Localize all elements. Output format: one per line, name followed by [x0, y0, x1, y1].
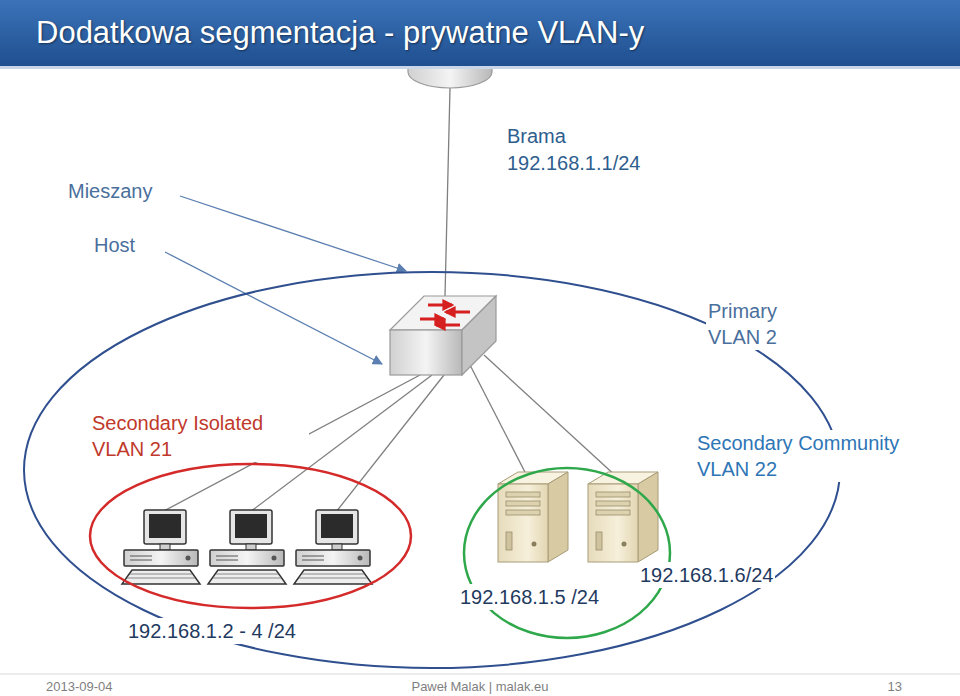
- pc-icon: [122, 510, 200, 584]
- node-label: Brama: [505, 123, 568, 149]
- device-node: 192.168.1.6/24: [587, 470, 661, 564]
- pc-icon: [208, 510, 286, 584]
- leader-arrows: [165, 196, 406, 364]
- vlan-region: Secondary Community VLAN 22192.168.1.5 /…: [462, 466, 672, 640]
- switch-icon: [390, 296, 496, 375]
- device-node: Brama192.168.1.1/24: [408, 5, 494, 91]
- server-icon: [588, 472, 658, 562]
- vlan-ellipse: [464, 468, 670, 638]
- title-bar: Dodatkowa segmentacja - prywatne VLAN-y: [0, 0, 960, 69]
- node-label: 192.168.1.2 - 4 /24: [126, 618, 298, 644]
- footer-author: Paweł Malak | malak.eu: [411, 679, 548, 694]
- node-label: Secondary Community VLAN 22: [695, 430, 934, 482]
- pc-icon: [294, 510, 372, 584]
- footer-date: 2013-09-04: [46, 679, 113, 694]
- node-label: 192.168.1.1/24: [505, 150, 642, 176]
- node-label: Primary VLAN 2: [706, 298, 810, 350]
- server-icon: [498, 472, 568, 562]
- device-node: 192.168.1.5 /24: [497, 470, 569, 564]
- node-label: 192.168.1.6/24: [638, 562, 775, 588]
- slide-title: Dodatkowa segmentacja - prywatne VLAN-y: [0, 0, 960, 66]
- vlan-ellipse: [90, 464, 411, 608]
- vlan-region: Secondary Isolated VLAN 21192.168.1.2 - …: [88, 462, 413, 610]
- node-label: Secondary Isolated VLAN 21: [90, 410, 309, 462]
- vlan-region: Primary VLAN 2 Secondary Isolated VLAN 21…: [22, 270, 842, 670]
- vlan-outline: [88, 462, 413, 610]
- page-number: 13: [888, 679, 902, 694]
- port-label: Host: [94, 234, 135, 257]
- footer-rule: [0, 674, 960, 675]
- port-label: Mieszany: [68, 180, 152, 203]
- node-label: 192.168.1.5 /24: [458, 584, 601, 610]
- vlan-outline: [462, 466, 672, 640]
